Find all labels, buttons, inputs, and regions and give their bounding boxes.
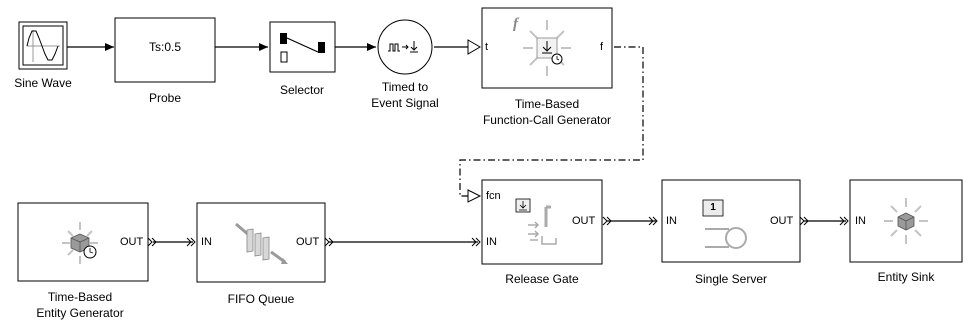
entity-gen-label-line1: Time-Based <box>47 290 113 304</box>
single-server-label: Single Server <box>694 272 768 286</box>
fcg-icon-letter: f <box>513 16 518 32</box>
timed-to-event-label-line1: Timed to <box>381 80 429 94</box>
entity-sink-block[interactable] <box>849 179 963 263</box>
gate-port-out: OUT <box>572 215 596 227</box>
entity-gen-label-line2: Entity Generator <box>36 306 124 320</box>
release-gate-block[interactable] <box>481 179 603 265</box>
fcg-label-line1: Time-Based <box>514 97 580 111</box>
probe-label: Probe <box>148 91 182 105</box>
release-gate-icon <box>515 198 557 245</box>
line-fcg-to-gate-dashed[interactable] <box>459 46 644 197</box>
sine-wave-label: Sine Wave <box>14 76 72 90</box>
entity-generator-block[interactable] <box>17 202 149 282</box>
fifo-label: FIFO Queue <box>227 292 295 306</box>
gate-fcn-triangle <box>467 189 482 203</box>
probe-param: Ts:0.5 <box>148 40 181 54</box>
function-call-generator-icon <box>523 20 571 76</box>
single-server-block[interactable] <box>661 179 801 263</box>
fifo-port-out: OUT <box>296 236 320 248</box>
entity-connector-markers <box>147 216 849 247</box>
selector-label: Selector <box>279 83 325 97</box>
fcg-label-line2: Function-Call Generator <box>482 113 612 127</box>
probe-block[interactable] <box>114 17 216 83</box>
fifo-queue-icon <box>235 222 288 264</box>
release-gate-label: Release Gate <box>505 272 579 286</box>
gate-port-fcn: fcn <box>486 190 501 202</box>
sink-port-in: IN <box>855 215 866 227</box>
selector-block[interactable] <box>269 21 336 73</box>
sine-wave-icon <box>22 25 64 66</box>
fifo-port-in: IN <box>201 236 212 248</box>
timed-to-event-block[interactable] <box>377 19 433 75</box>
server-capacity: 1 <box>710 202 716 213</box>
server-port-out: OUT <box>770 215 794 227</box>
fcg-input-triangle <box>467 39 481 55</box>
entity-generator-icon <box>62 222 98 264</box>
entity-sink-label: Entity Sink <box>877 270 935 284</box>
fcg-port-t: t <box>485 41 489 53</box>
server-port-in: IN <box>666 215 677 227</box>
entity-sink-icon <box>884 198 928 244</box>
fifo-queue-block[interactable] <box>196 202 326 283</box>
single-server-icon <box>702 199 747 249</box>
sine-wave-block[interactable] <box>18 21 68 70</box>
gate-port-in: IN <box>486 236 497 248</box>
function-call-generator-block[interactable] <box>481 7 613 89</box>
entity-gen-port-out: OUT <box>120 236 144 248</box>
timed-to-event-label-line2: Event Signal <box>371 96 439 110</box>
selector-switch-icon <box>280 33 325 63</box>
fcg-port-f: f <box>600 41 604 53</box>
timed-to-event-icon <box>388 41 418 53</box>
